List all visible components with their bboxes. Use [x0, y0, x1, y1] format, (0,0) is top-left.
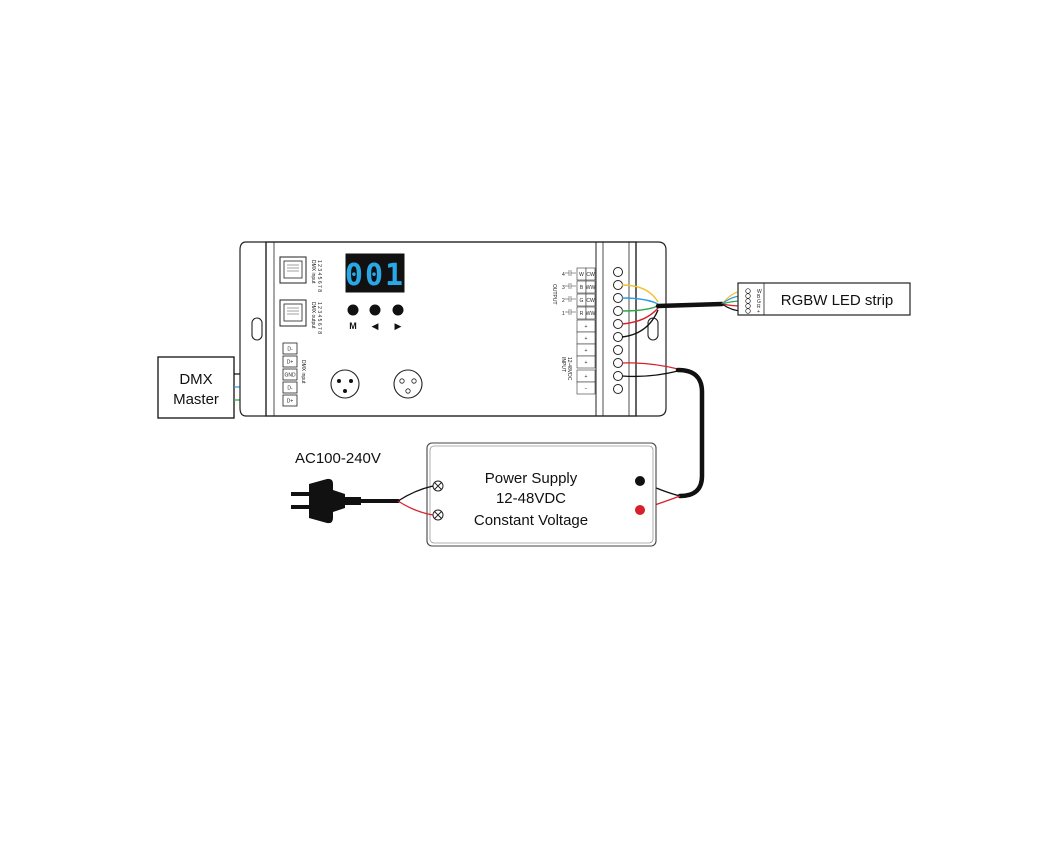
dc-cable: [675, 367, 705, 499]
ac-fan-wires: [397, 485, 434, 516]
segment-display: 001: [345, 253, 405, 293]
m-button[interactable]: [347, 304, 359, 316]
left-button-label: ◀: [372, 321, 379, 331]
output-plus-4: +: [585, 360, 588, 366]
output-row-4-c1: W: [579, 272, 584, 278]
rj45-output-title: DMX output: [310, 302, 316, 329]
rj45-port-output: DMX output 1 2 3 4 5 6 7 8: [279, 299, 322, 334]
output-wires: [621, 284, 659, 338]
output-row-2-num: 2: [562, 298, 565, 304]
rj45-input-pins: 1 2 3 4 5 6 7 8: [316, 260, 322, 292]
output-section: OUTPUT 4 W CW 3 B WW 2 G CW 1 R WW + +: [551, 267, 596, 369]
input-wires: [621, 362, 679, 378]
ac-plug: AC100-240V: [291, 450, 381, 524]
input-minus: −: [585, 386, 588, 392]
strip-pin-plus: +: [757, 309, 760, 315]
strip-pin-w: W: [757, 289, 762, 295]
ac-label: AC100-240V: [295, 450, 381, 467]
output-row-2-c2: CW: [586, 298, 595, 304]
wire-common: [621, 309, 659, 338]
right-mount-slot: [647, 317, 659, 341]
rj45-output-pins: 1 2 3 4 5 6 7 8: [316, 302, 322, 334]
dmx-term-2: D+: [287, 360, 294, 366]
output-row-1-c2: WW: [586, 311, 596, 317]
dmx-master-label-line1: DMX: [179, 371, 212, 388]
wire-g: [621, 305, 659, 312]
left-button[interactable]: [369, 304, 381, 316]
psu-label-line2: 12-48VDC: [496, 490, 566, 507]
m-button-label: M: [349, 321, 357, 331]
dmx-term-5: D+: [287, 399, 294, 405]
output-row-3-num: 3: [562, 285, 565, 291]
output-cable: [655, 301, 725, 309]
input-voltage: 12-48VDC: [566, 357, 572, 381]
output-row-3-c1: B: [580, 285, 584, 291]
output-plus-1: +: [585, 324, 588, 330]
xlr-connector-male: [330, 369, 360, 399]
psu-dc-plus: [635, 505, 645, 515]
dmx-term-1: D-: [287, 347, 293, 353]
dmx-input-terminal-block: D- D+ GND D- D+ DMX input: [282, 342, 306, 407]
psu-label-line3: Constant Voltage: [474, 512, 588, 529]
dmx-input-title: DMX input: [300, 360, 306, 384]
output-row-4-num: 4: [562, 272, 565, 278]
psu-label-line1: Power Supply: [485, 470, 578, 487]
input-plus: +: [585, 374, 588, 380]
wire-w: [621, 284, 659, 303]
rj45-input-title: DMX input: [310, 260, 316, 284]
led-strip: W B G R + RGBW LED strip: [737, 282, 911, 316]
output-plus-3: +: [585, 348, 588, 354]
display-digits: 001: [345, 258, 405, 293]
wire-input-plus: [621, 362, 679, 370]
strip-pin-r: R: [757, 304, 761, 310]
power-supply: Power Supply 12-48VDC Constant Voltage: [426, 442, 657, 547]
output-row-1-num: 1: [562, 311, 565, 317]
output-row-4-c2: CW: [586, 272, 595, 278]
xlr-connector-female: [393, 369, 423, 399]
output-row-2-c1: G: [580, 298, 584, 304]
control-buttons: M ◀ ▶: [347, 304, 404, 331]
dmx-term-4: D-: [287, 386, 293, 392]
terminal-screws: [613, 267, 623, 394]
wire-b: [621, 297, 659, 305]
output-plus-2: +: [585, 336, 588, 342]
wire-input-minus: [621, 370, 679, 378]
left-mount-slot: [251, 317, 263, 341]
controller-housing: [239, 241, 667, 417]
dmx-master-label-line2: Master: [173, 391, 219, 408]
output-row-3-c2: WW: [586, 285, 596, 291]
rj45-port-input: DMX input 1 2 3 4 5 6 7 8: [279, 256, 322, 292]
output-row-1-c1: R: [580, 311, 584, 317]
dmx-master: DMX Master: [157, 356, 235, 419]
right-button-label: ▶: [395, 321, 402, 331]
wire-r: [621, 307, 659, 325]
psu-dc-minus: [635, 476, 645, 486]
dmx-term-3: GND: [284, 373, 296, 379]
input-section: INPUT 12-48VDC + −: [560, 357, 596, 395]
input-title: INPUT: [560, 357, 566, 372]
output-title: OUTPUT: [551, 284, 557, 305]
strip-pin-b: B: [757, 294, 761, 300]
right-button[interactable]: [392, 304, 404, 316]
strip-pin-g: G: [757, 299, 761, 305]
led-strip-label: RGBW LED strip: [781, 292, 894, 309]
